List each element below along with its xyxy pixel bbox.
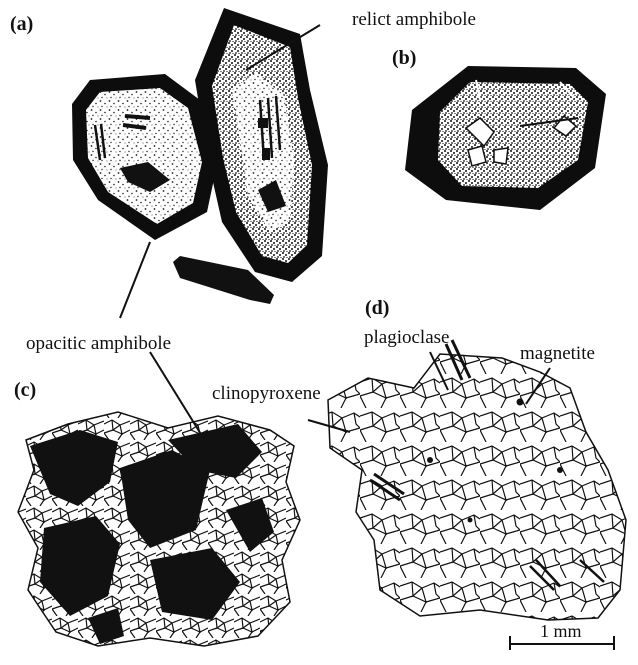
panel-label-a: (a)	[10, 14, 33, 34]
scale-bar-label: 1 mm	[540, 622, 582, 640]
label-magnetite: magnetite	[520, 344, 595, 363]
panel-label-d: (d)	[365, 298, 389, 318]
aggregate-c	[18, 412, 300, 646]
crystal-a-left	[72, 74, 218, 240]
leader-opacitic	[120, 242, 150, 318]
panel-label-c: (c)	[14, 380, 36, 400]
aggregate-d	[328, 340, 626, 620]
panel-label-b: (b)	[392, 48, 416, 68]
label-relict-amphibole: relict amphibole	[352, 10, 476, 29]
crystal-b	[405, 66, 606, 210]
label-plagioclase: plagioclase	[364, 328, 449, 347]
label-opacitic-amphibole: opacitic amphibole	[26, 334, 171, 353]
label-clinopyroxene: clinopyroxene	[212, 384, 321, 403]
crystal-a-relict	[195, 8, 328, 282]
